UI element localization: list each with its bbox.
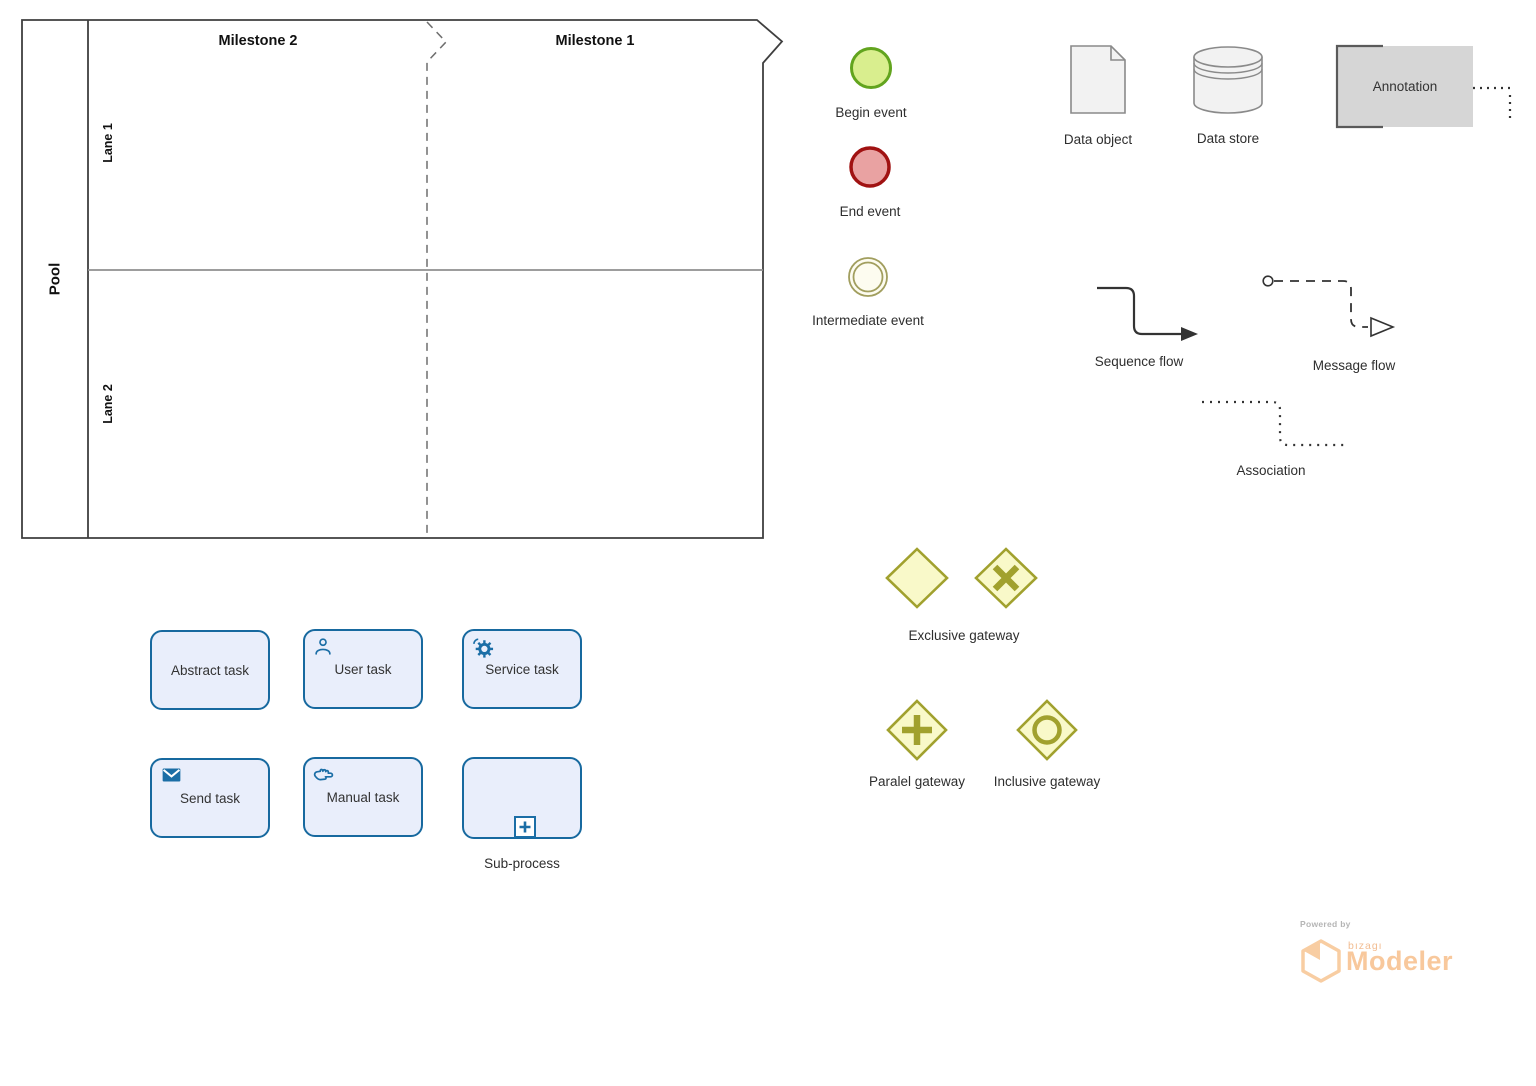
end-event-label: End event [839, 204, 901, 219]
association-label: Association [1236, 463, 1306, 478]
annotation-label: Annotation [1372, 79, 1438, 94]
service-task-label: Service task [485, 661, 559, 677]
inclusive-gateway-shape[interactable] [1016, 699, 1078, 761]
manual-task-shape[interactable]: Manual task [303, 757, 423, 837]
bizagi-brand-text: bızagı [1348, 940, 1383, 952]
hand-icon [312, 764, 337, 789]
inclusive-gateway-label: Inclusive gateway [993, 774, 1101, 789]
data-object-shape[interactable] [1070, 45, 1126, 114]
sequence-flow-label: Sequence flow [1094, 354, 1184, 369]
begin-event-label: Begin event [835, 105, 907, 120]
user-task-shape[interactable]: User task [303, 629, 423, 709]
manual-task-label: Manual task [326, 789, 400, 805]
intermediate-event-shape[interactable] [848, 257, 888, 297]
send-task-shape[interactable]: Send task [150, 758, 270, 838]
abstract-task-label: Abstract task [170, 662, 250, 678]
sequence-flow-shape[interactable] [1097, 286, 1198, 341]
envelope-icon [162, 768, 181, 787]
pool-shape[interactable] [21, 19, 784, 539]
milestone-2-label: Milestone 2 [218, 33, 298, 49]
begin-event-shape[interactable] [850, 47, 892, 89]
abstract-task-shape[interactable]: Abstract task [150, 630, 270, 710]
bizagi-logo-icon [1301, 939, 1341, 983]
pool-title: Pool [46, 262, 64, 296]
exclusive-gateway-blank-shape[interactable] [885, 547, 949, 609]
user-task-label: User task [334, 661, 392, 677]
end-event-shape[interactable] [849, 146, 891, 188]
intermediate-event-label: Intermediate event [812, 313, 924, 328]
exclusive-gateway-x-shape[interactable] [974, 547, 1038, 609]
data-store-shape[interactable] [1193, 46, 1263, 114]
data-object-label: Data object [1063, 132, 1133, 147]
arrowhead-filled [1181, 327, 1198, 341]
parallel-gateway-shape[interactable] [886, 699, 948, 761]
powered-by-text: Powered by [1300, 919, 1351, 929]
lane-1-label: Lane 1 [101, 123, 115, 163]
annotation-shape[interactable] [1335, 44, 1512, 129]
service-task-shape[interactable]: Service task [462, 629, 582, 709]
milestone-divider[interactable] [426, 21, 448, 538]
send-task-label: Send task [179, 790, 241, 806]
user-icon [312, 636, 334, 663]
sub-process-label: Sub-process [484, 856, 560, 871]
sub-process-shape[interactable] [462, 757, 582, 839]
modeler-product-text: Modeler [1346, 946, 1454, 976]
plus-icon [514, 816, 536, 843]
message-flow-shape[interactable] [1262, 275, 1396, 338]
message-flow-label: Message flow [1312, 358, 1396, 373]
data-store-label: Data store [1196, 131, 1260, 146]
association-shape[interactable] [1202, 400, 1347, 447]
arrowhead-open [1370, 316, 1396, 338]
gear-icon [471, 636, 495, 665]
milestone-1-label: Milestone 1 [555, 33, 635, 49]
exclusive-gateway-label: Exclusive gateway [908, 628, 1020, 643]
parallel-gateway-label: Paralel gateway [868, 774, 966, 789]
lane-2-label: Lane 2 [101, 384, 115, 424]
